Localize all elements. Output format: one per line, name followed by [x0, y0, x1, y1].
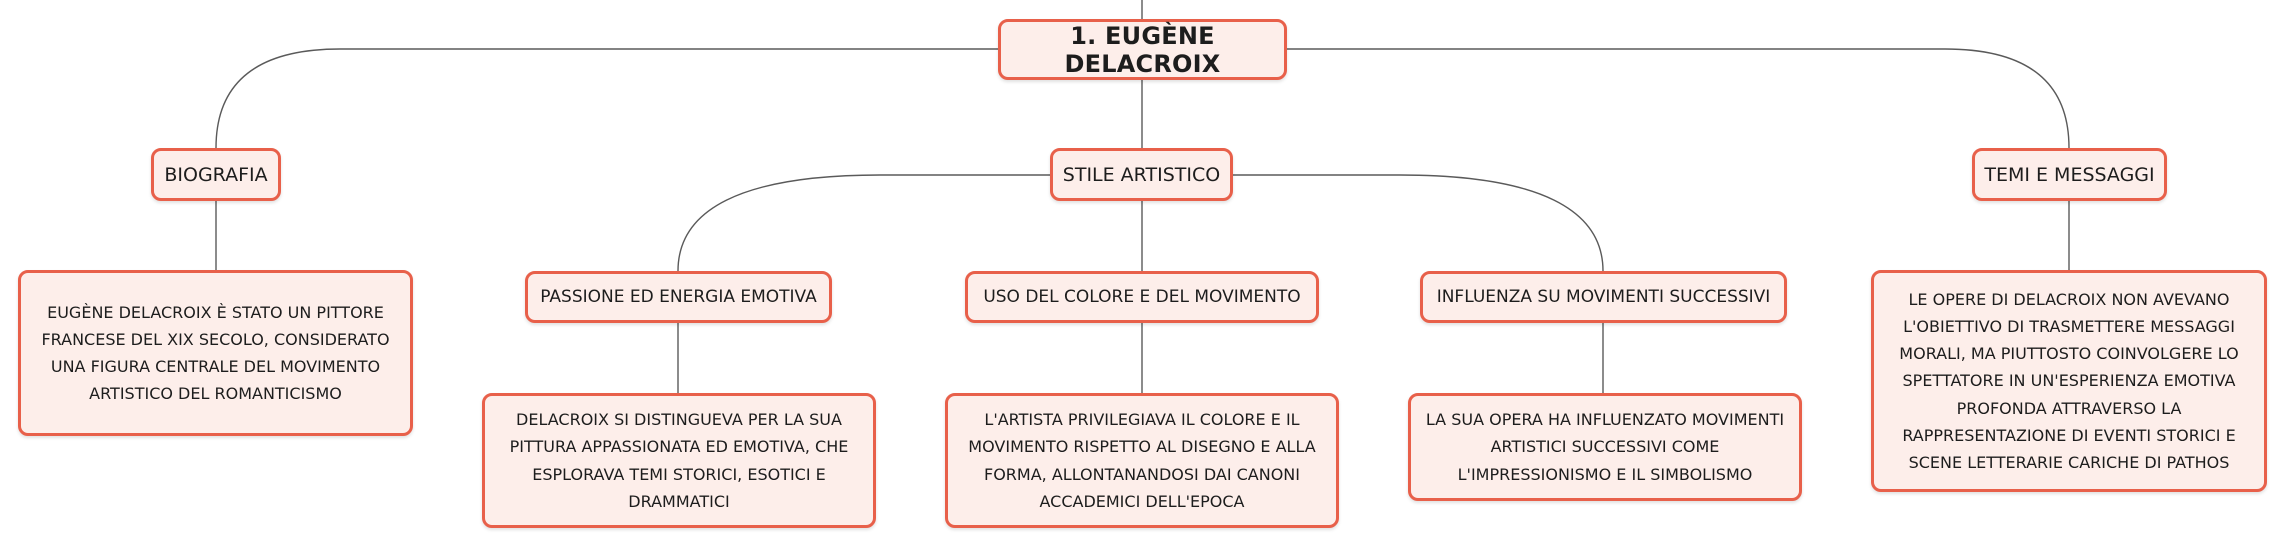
- sub-colore-movimento[interactable]: USO DEL COLORE E DEL MOVIMENTO: [965, 271, 1319, 323]
- branch-biografia[interactable]: BIOGRAFIA: [151, 148, 281, 201]
- connector-root-biografia: [215, 48, 998, 149]
- connector-root-temi: [1287, 48, 2070, 149]
- sub-passione-label: PASSIONE ED ENERGIA EMOTIVA: [540, 287, 817, 307]
- branch-stile-artistico[interactable]: STILE ARTISTICO: [1050, 148, 1233, 201]
- connector-stile-passione: [677, 174, 1050, 272]
- branch-stile-label: STILE ARTISTICO: [1062, 163, 1221, 186]
- sub-passione-emotiva[interactable]: PASSIONE ED ENERGIA EMOTIVA: [525, 271, 832, 323]
- leaf-colore-content: L'ARTISTA PRIVILEGIAVA IL COLORE E IL MO…: [968, 410, 1316, 511]
- leaf-influenza-text[interactable]: LA SUA OPERA HA INFLUENZATO MOVIMENTI AR…: [1408, 393, 1802, 501]
- leaf-colore-text[interactable]: L'ARTISTA PRIVILEGIAVA IL COLORE E IL MO…: [945, 393, 1339, 528]
- sub-colore-label: USO DEL COLORE E DEL MOVIMENTO: [983, 287, 1301, 307]
- leaf-biografia-text[interactable]: EUGÈNE DELACROIX È STATO UN PITTORE FRAN…: [18, 270, 413, 436]
- leaf-passione-text[interactable]: DELACROIX SI DISTINGUEVA PER LA SUA PITT…: [482, 393, 876, 528]
- sub-influenza-label: INFLUENZA SU MOVIMENTI SUCCESSIVI: [1436, 287, 1771, 307]
- leaf-influenza-content: LA SUA OPERA HA INFLUENZATO MOVIMENTI AR…: [1425, 410, 1785, 484]
- root-node[interactable]: 1. EUGÈNE DELACROIX: [998, 19, 1287, 80]
- leaf-biografia-content: EUGÈNE DELACROIX È STATO UN PITTORE FRAN…: [41, 302, 390, 404]
- leaf-temi-content: LE OPERE DI DELACROIX NON AVEVANO L'OBIE…: [1899, 289, 2239, 472]
- branch-biografia-label: BIOGRAFIA: [164, 163, 268, 186]
- sub-influenza-movimenti[interactable]: INFLUENZA SU MOVIMENTI SUCCESSIVI: [1420, 271, 1787, 323]
- branch-temi-label: TEMI E MESSAGGI: [1984, 163, 2155, 186]
- branch-temi-messaggi[interactable]: TEMI E MESSAGGI: [1972, 148, 2167, 201]
- leaf-temi-text[interactable]: LE OPERE DI DELACROIX NON AVEVANO L'OBIE…: [1871, 270, 2267, 492]
- root-node-label: 1. EUGÈNE DELACROIX: [1064, 21, 1221, 78]
- connector-stile-influenza: [1233, 174, 1604, 272]
- leaf-passione-content: DELACROIX SI DISTINGUEVA PER LA SUA PITT…: [509, 410, 849, 511]
